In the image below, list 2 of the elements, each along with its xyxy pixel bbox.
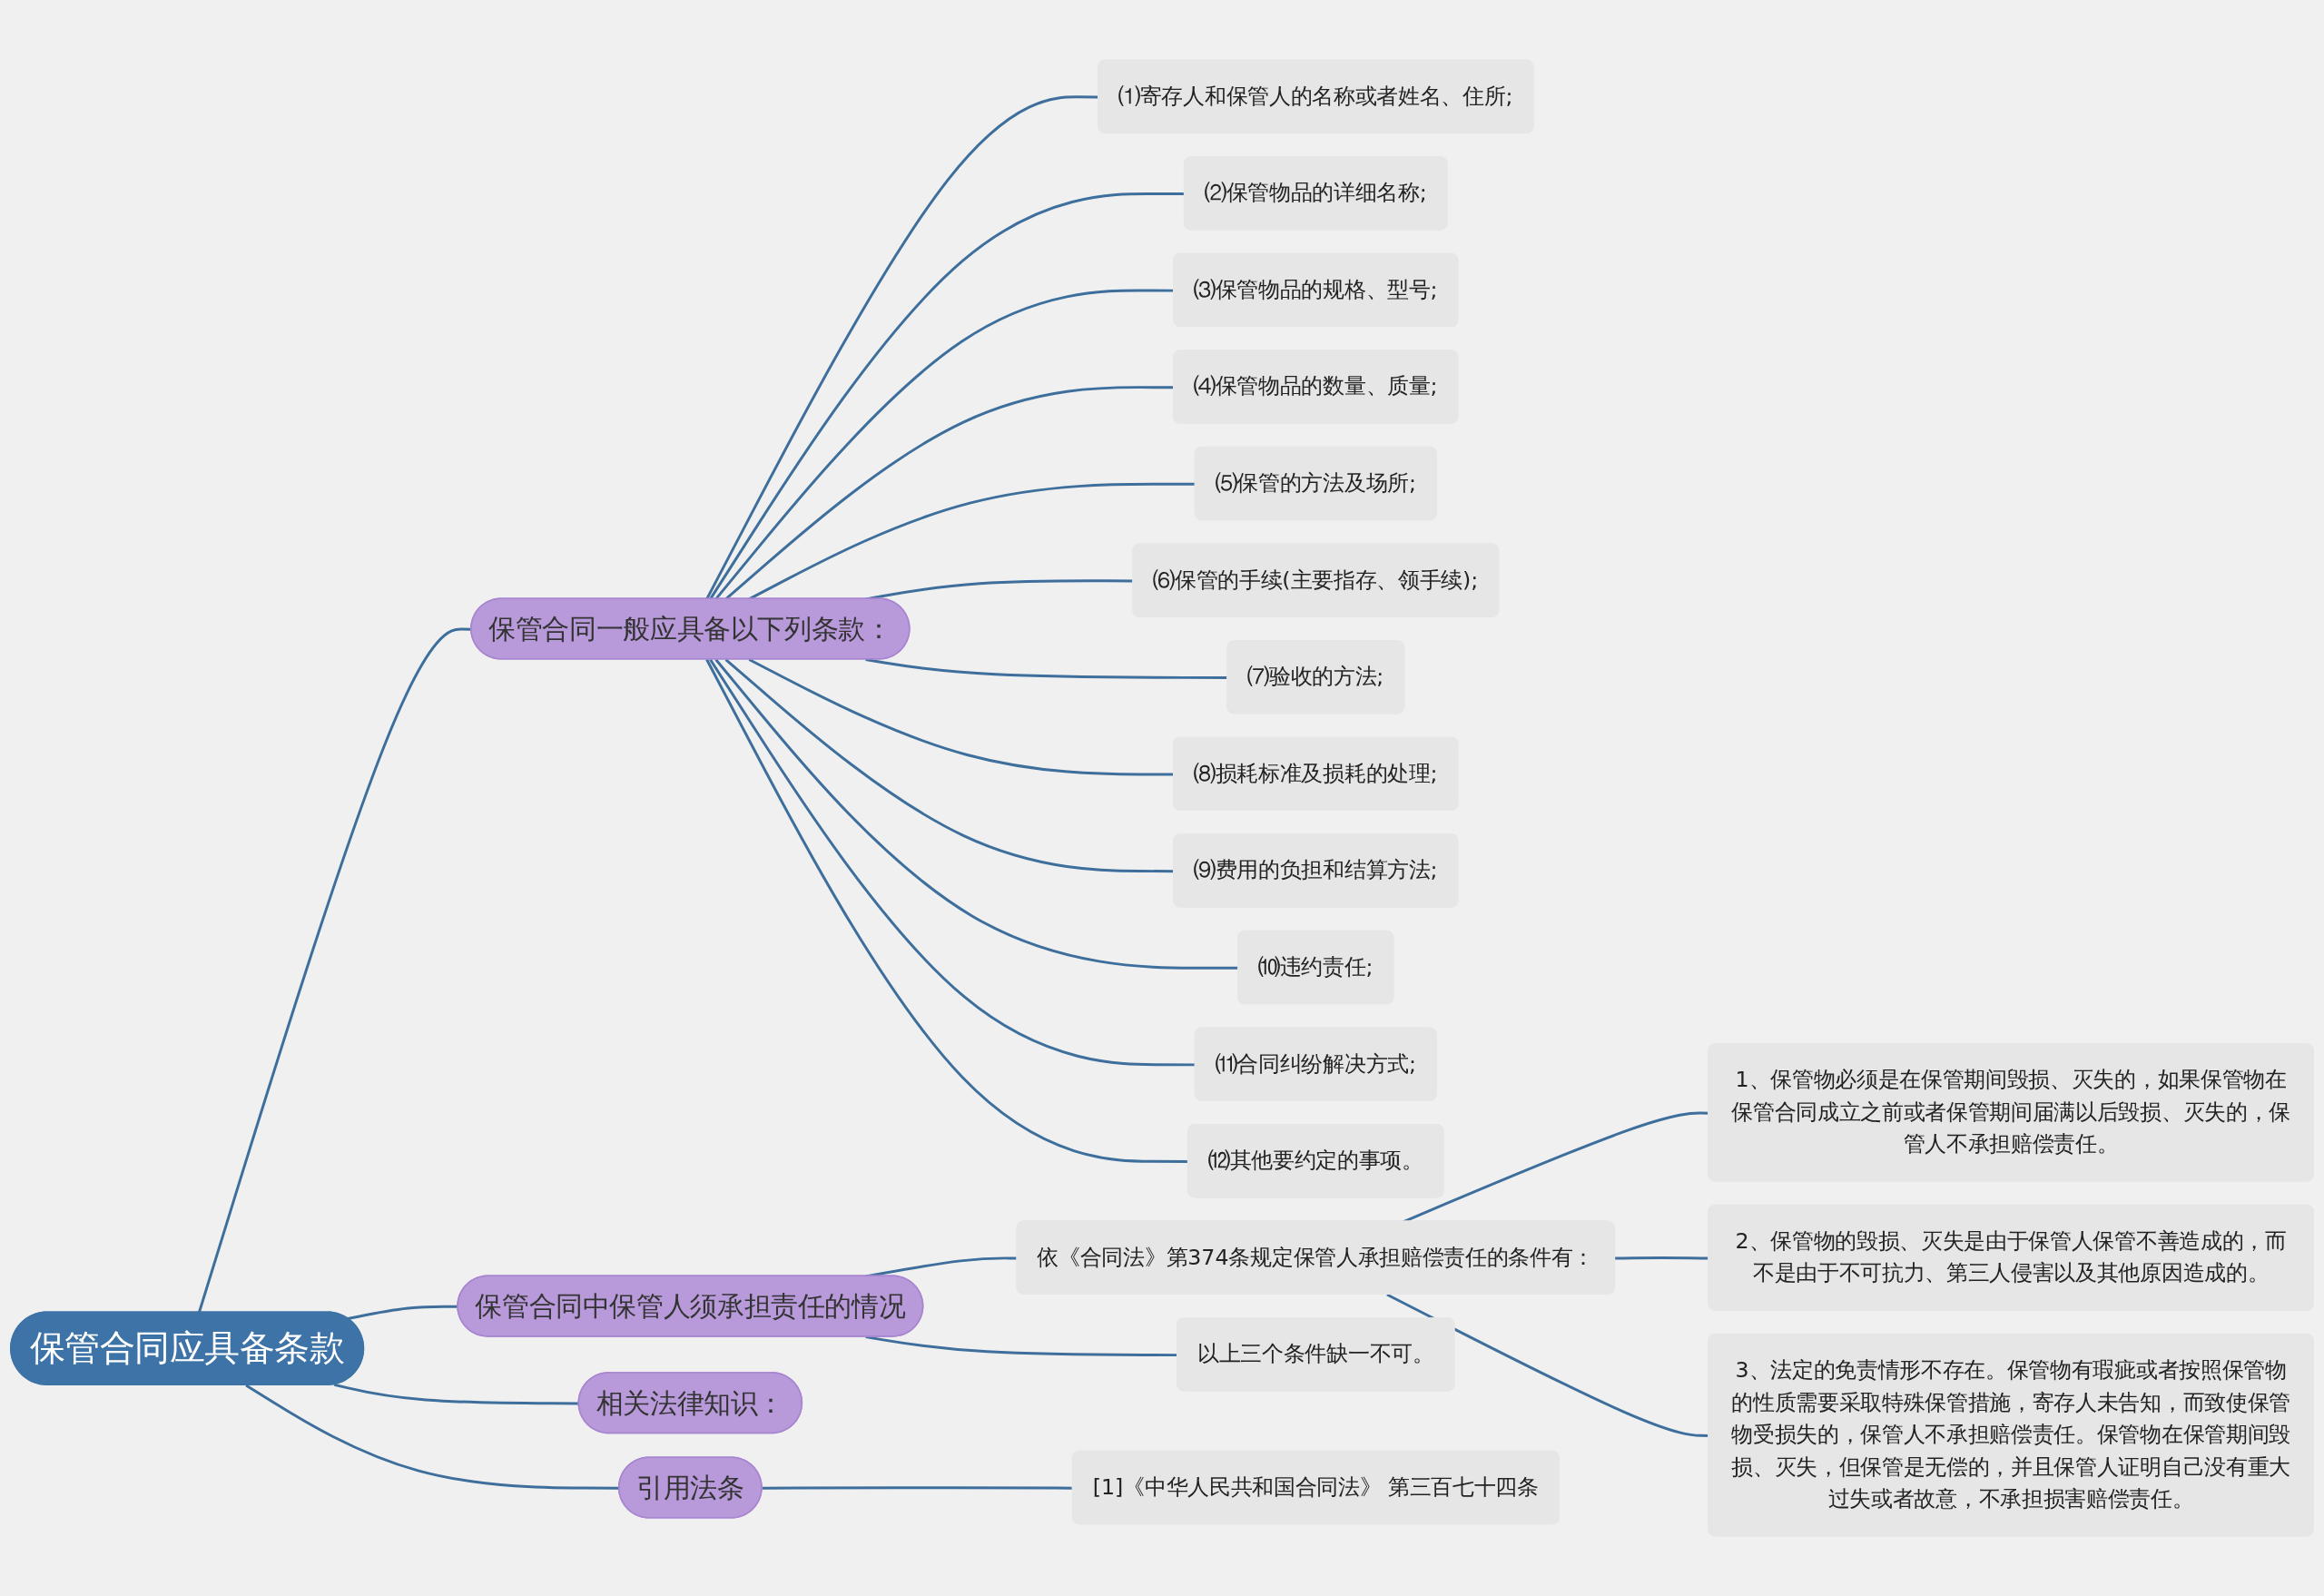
connector bbox=[865, 658, 1228, 679]
connector bbox=[347, 1305, 458, 1321]
